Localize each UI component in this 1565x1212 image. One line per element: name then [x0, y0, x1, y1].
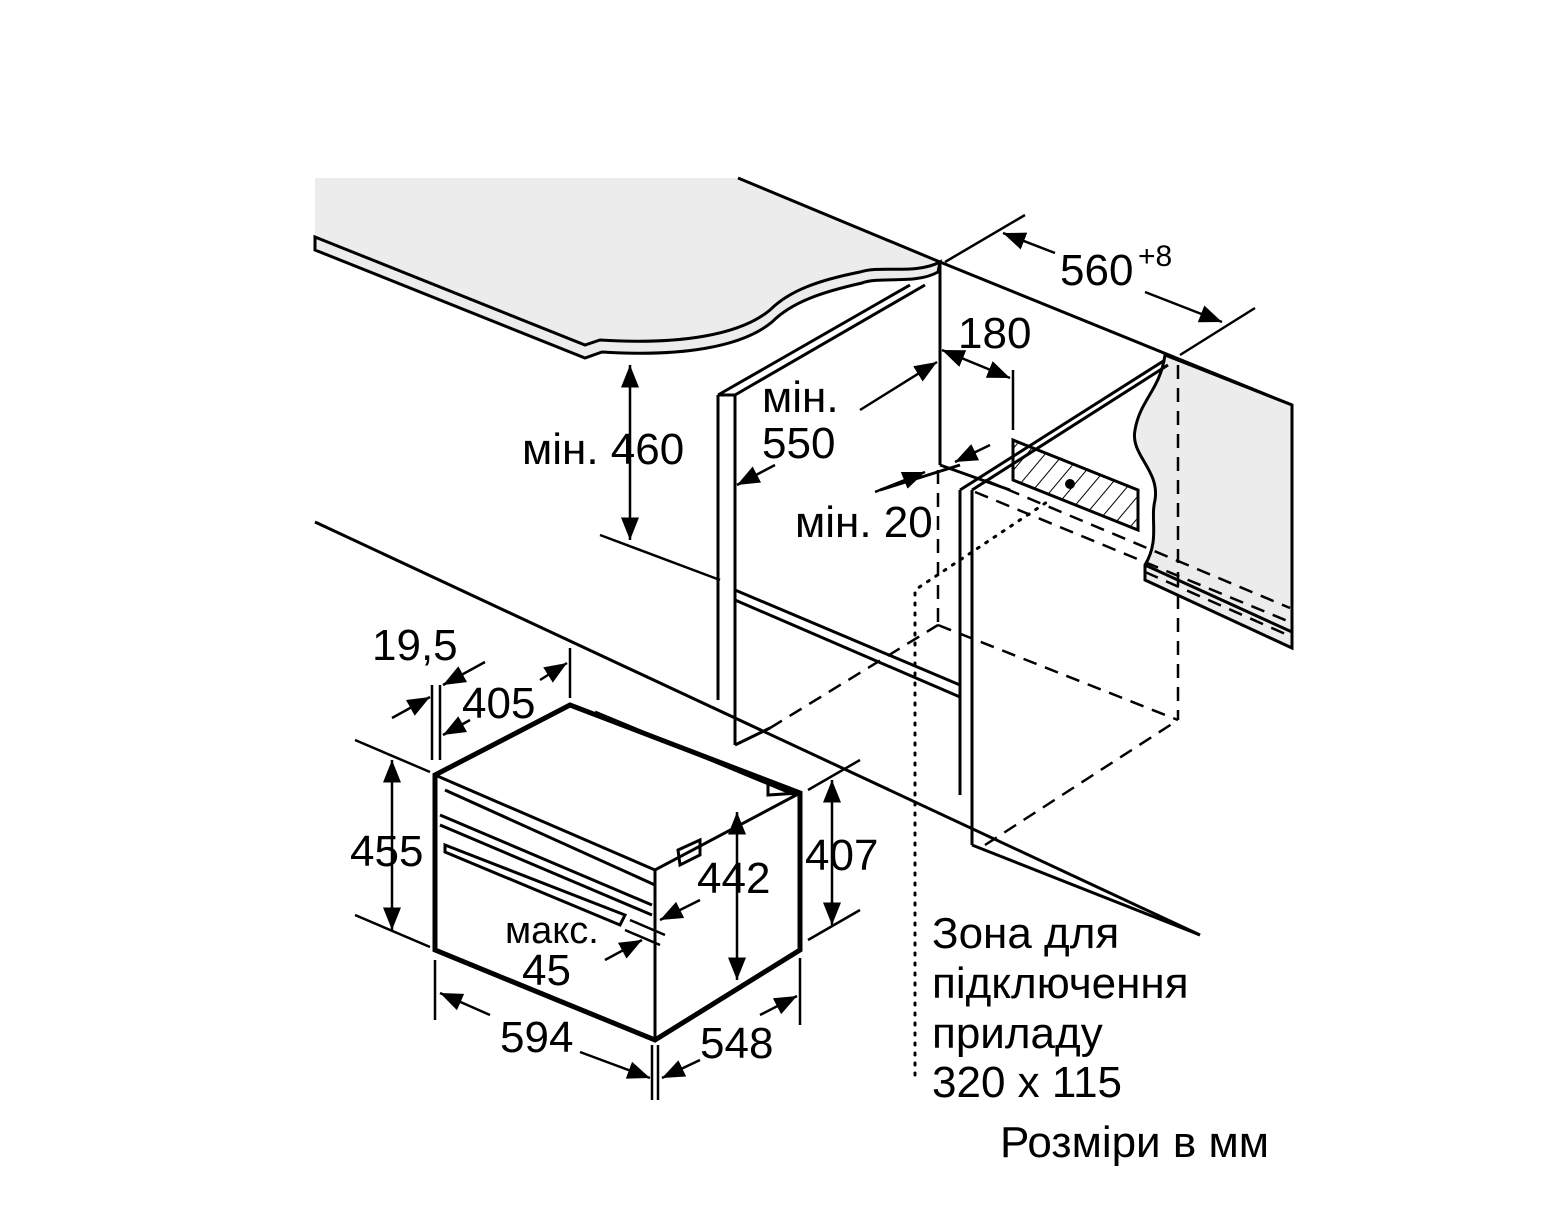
- min-height-label: мін. 460: [522, 425, 684, 474]
- caption-line: підключення: [932, 959, 1189, 1008]
- right-cabinet: [769, 352, 1294, 937]
- units-note: Розміри в мм: [1000, 1118, 1269, 1167]
- vent-offset-label: 180: [958, 309, 1031, 358]
- max-label: макс.: [505, 910, 599, 952]
- caption-line: 320 x 115: [932, 1058, 1122, 1107]
- front-offset-label: 19,5: [372, 621, 458, 670]
- caption-line: Зона для: [932, 909, 1119, 958]
- dimension-lines: [354, 213, 1256, 1100]
- left-countertop: [313, 176, 943, 360]
- min-gap-label: мін. 20: [795, 498, 933, 547]
- max-value-label: 45: [522, 946, 571, 995]
- niche-width-label: 560: [1060, 246, 1133, 295]
- oven-inner-height-label: 442: [697, 854, 770, 903]
- niche-width-tolerance: +8: [1138, 240, 1172, 273]
- oven-depth-label: 548: [700, 1019, 773, 1068]
- caption-line: приладу: [932, 1009, 1103, 1058]
- oven-side-height-label: 407: [805, 831, 878, 880]
- oven-unit: [432, 702, 803, 1043]
- oven-top-depth-label: 405: [462, 679, 535, 728]
- connection-zone-dotted-line: [913, 498, 1052, 1077]
- connection-zone-caption: Зона для підключення приладу 320 x 115: [932, 909, 1189, 1107]
- niche-depth-label: 550: [762, 419, 835, 468]
- left-cabinet: [314, 260, 1293, 937]
- oven-width-label: 594: [500, 1013, 573, 1062]
- min-label: мін.: [762, 373, 839, 422]
- connection-area-hatched: [1011, 437, 1140, 533]
- oven-height-label: 455: [350, 827, 423, 876]
